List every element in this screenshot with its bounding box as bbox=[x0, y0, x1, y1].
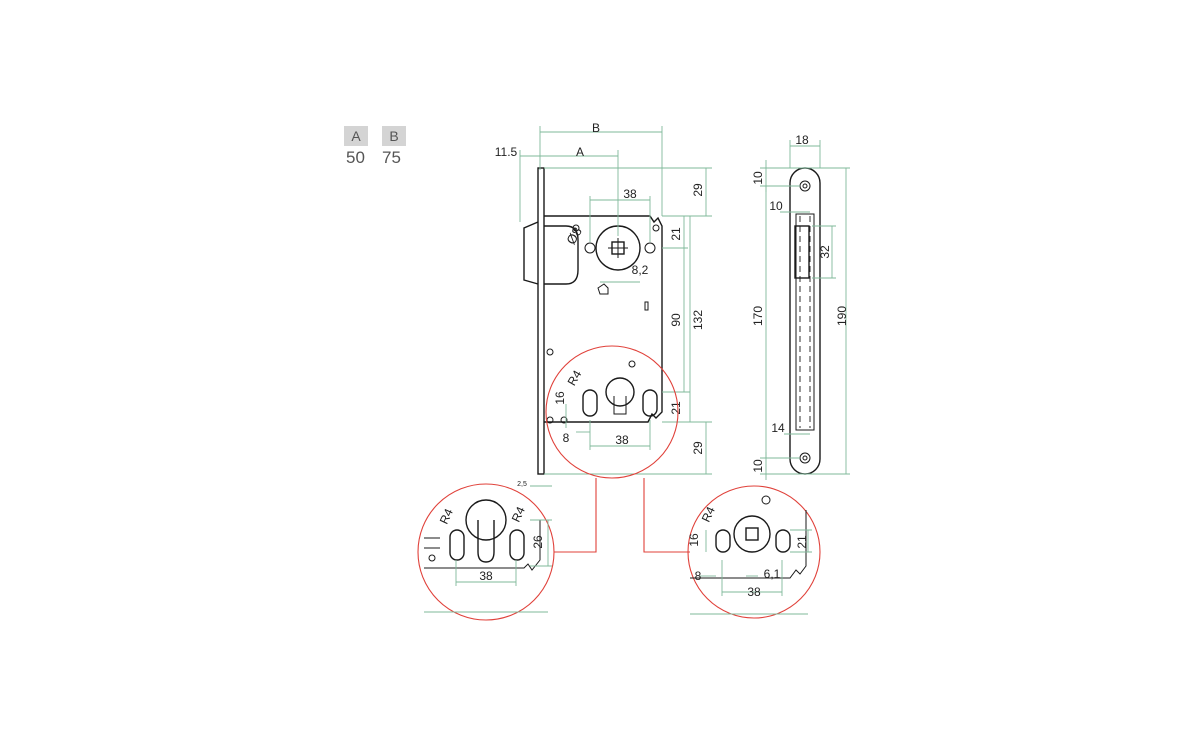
lock-body bbox=[544, 215, 663, 423]
fixing-hole-right bbox=[644, 242, 656, 254]
euro-cylinder-round bbox=[465, 499, 507, 541]
dim-10-top: 10 bbox=[751, 171, 765, 185]
detail-right-circle bbox=[687, 485, 821, 619]
dim-26: 26 bbox=[531, 535, 545, 549]
detail-right-slot-a bbox=[715, 529, 731, 553]
dim-2-5: 2,5 bbox=[517, 481, 527, 488]
dim-r4-a: R4 bbox=[437, 506, 456, 526]
dim-6-1: 6,1 bbox=[764, 567, 781, 581]
slot-left bbox=[582, 389, 598, 417]
dim-38-bottom: 38 bbox=[615, 433, 629, 447]
dim-38: 38 bbox=[747, 585, 761, 599]
dim-16: 16 bbox=[687, 533, 701, 547]
dim-38-top: 38 bbox=[623, 187, 637, 201]
dim-170: 170 bbox=[751, 306, 765, 326]
dim-21: 21 bbox=[795, 535, 809, 549]
detail-left-circle bbox=[417, 483, 555, 621]
dim-10-inner: 10 bbox=[769, 199, 783, 213]
dim-16: 16 bbox=[553, 391, 567, 405]
turn-hub bbox=[733, 515, 771, 553]
dim-38: 38 bbox=[479, 569, 493, 583]
dim-d8: Ø8 bbox=[563, 224, 585, 247]
dim-190: 190 bbox=[835, 306, 849, 326]
dim-90: 90 bbox=[669, 313, 683, 327]
faceplate bbox=[537, 167, 545, 475]
dim-132: 132 bbox=[691, 310, 705, 330]
latch-housing bbox=[544, 225, 579, 285]
cylinder-hole bbox=[605, 377, 635, 407]
screw-hole-bottom bbox=[799, 452, 811, 464]
dim-32: 32 bbox=[818, 245, 832, 259]
dim-21-upper: 21 bbox=[669, 227, 683, 241]
latch-opening bbox=[794, 225, 810, 279]
dim-r4: R4 bbox=[565, 368, 585, 389]
dim-r4: R4 bbox=[699, 504, 718, 524]
dim-a: A bbox=[576, 145, 584, 159]
latch-bolt bbox=[523, 221, 539, 285]
legend-a-label: A bbox=[344, 126, 368, 146]
dim-29-bottom: 29 bbox=[691, 441, 705, 455]
dim-b: B bbox=[592, 121, 600, 135]
euro-cylinder-slot bbox=[477, 520, 495, 563]
dim-29-top: 29 bbox=[691, 183, 705, 197]
dim-r4-b: R4 bbox=[509, 504, 528, 524]
dim-8-2: 8,2 bbox=[632, 263, 649, 277]
detail-left-slot-b bbox=[509, 529, 525, 561]
detail-right: R4 16 21 8 6,1 38 bbox=[687, 485, 821, 619]
faceplate-recess bbox=[795, 213, 815, 431]
dim-8: 8 bbox=[563, 431, 570, 445]
screw-hole-top bbox=[799, 180, 811, 192]
dim-18: 18 bbox=[795, 133, 809, 147]
turn-square bbox=[745, 527, 759, 541]
dim-14: 14 bbox=[771, 421, 785, 435]
leader-right bbox=[643, 478, 690, 553]
detail-left-slot-a bbox=[449, 529, 465, 561]
detail-callout-circle bbox=[545, 345, 679, 479]
dim-11-5: 11.5 bbox=[495, 145, 518, 159]
dim-8: 8 bbox=[695, 569, 702, 583]
detail-right-slot-b bbox=[775, 529, 791, 553]
legend-b-label: B bbox=[382, 126, 406, 146]
leader-left bbox=[554, 478, 597, 553]
detail-left: R4 R4 26 38 bbox=[417, 483, 555, 621]
legend-a-value: 50 bbox=[346, 148, 365, 167]
lock-front-view: B A 11.5 38 29 Ø8 21 8,2 90 132 R4 16 21… bbox=[495, 121, 712, 488]
legend-b-value: 75 bbox=[382, 148, 401, 167]
dim-21-lower: 21 bbox=[669, 401, 683, 415]
faceplate-side-view: 18 10 10 32 170 190 14 10 bbox=[751, 133, 850, 480]
slot-right bbox=[642, 389, 658, 417]
fixing-hole-left bbox=[584, 242, 596, 254]
dim-10-bottom: 10 bbox=[751, 459, 765, 473]
